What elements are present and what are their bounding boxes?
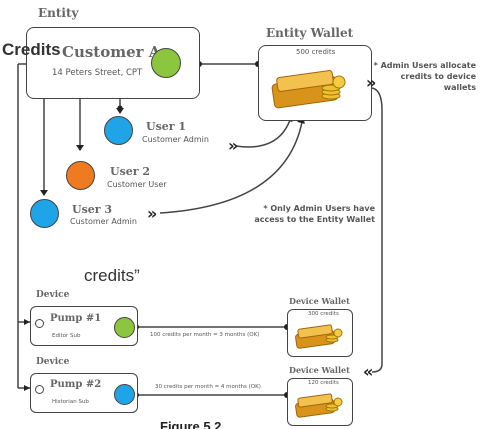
device1-wallet-amount: 300 credits (308, 311, 339, 317)
user3-avatar[interactable] (30, 199, 59, 228)
device2-wallet-title: Device Wallet (289, 365, 350, 375)
device1-port-icon (35, 319, 44, 328)
user1-avatar[interactable] (104, 116, 133, 145)
device1-sub: Editor Sub (52, 333, 81, 339)
user3-curve (159, 121, 303, 214)
device1-rate: 100 credits per month = 3 months (OK) (150, 332, 260, 338)
wallet-amount: 500 credits (296, 48, 336, 56)
device-allocate-chevron-icon: « (363, 362, 374, 381)
device2-sub: Historian Sub (52, 399, 89, 405)
user2-role: Customer User (107, 180, 167, 189)
customer-address: 14 Peters Street, CPT (52, 68, 143, 78)
device1-name: Pump #1 (50, 313, 102, 324)
device2-port-icon (35, 385, 44, 394)
user1-curve (235, 119, 291, 148)
device2-rate: 30 credits per month = 4 months (OK) (155, 384, 261, 390)
user1-role: Customer Admin (142, 135, 209, 144)
device2-name: Pump #2 (50, 379, 102, 390)
device2-wallet-icon (295, 393, 343, 418)
device2-section-label: Device (36, 357, 70, 367)
user3-role: Customer Admin (70, 217, 137, 226)
user3-name: User 3 (72, 203, 113, 216)
allocate-chevron-icon: » (366, 73, 377, 92)
user3-chevron-icon: » (147, 204, 158, 223)
user1-chevron-icon: » (228, 136, 239, 155)
figure-caption-clip: Figure 5.2 (160, 420, 280, 429)
user2-name: User 2 (110, 165, 151, 178)
device1-wallet-icon (295, 324, 343, 349)
note-admin-access: * Only Admin Users have access to the En… (254, 204, 375, 224)
device2-status-dot (114, 384, 135, 405)
credits-overlay-label: Credits (2, 40, 61, 59)
figure-caption: Figure 5.2 (160, 420, 222, 429)
wallet-icon (271, 70, 346, 109)
wallet-title: Entity Wallet (266, 26, 354, 40)
user2-avatar[interactable] (66, 161, 95, 190)
customer-name: Customer A (62, 43, 161, 61)
device1-section-label: Device (36, 290, 70, 300)
entity-section-label: Entity (38, 6, 79, 20)
entity-wallet-box[interactable] (258, 45, 372, 121)
device1-status-dot (114, 317, 135, 338)
device2-wallet-amount: 120 credits (308, 380, 339, 386)
device1-wallet-title: Device Wallet (289, 296, 350, 306)
device2-wallet-box[interactable] (287, 378, 353, 426)
allocation-line (371, 87, 383, 373)
note-admin-allocate: * Admin Users allocate credits to device… (373, 61, 476, 92)
floating-credits-text: credits” (84, 266, 140, 285)
customer-status-dot (151, 48, 181, 78)
device1-wallet-box[interactable] (287, 309, 353, 357)
user1-name: User 1 (146, 120, 187, 133)
